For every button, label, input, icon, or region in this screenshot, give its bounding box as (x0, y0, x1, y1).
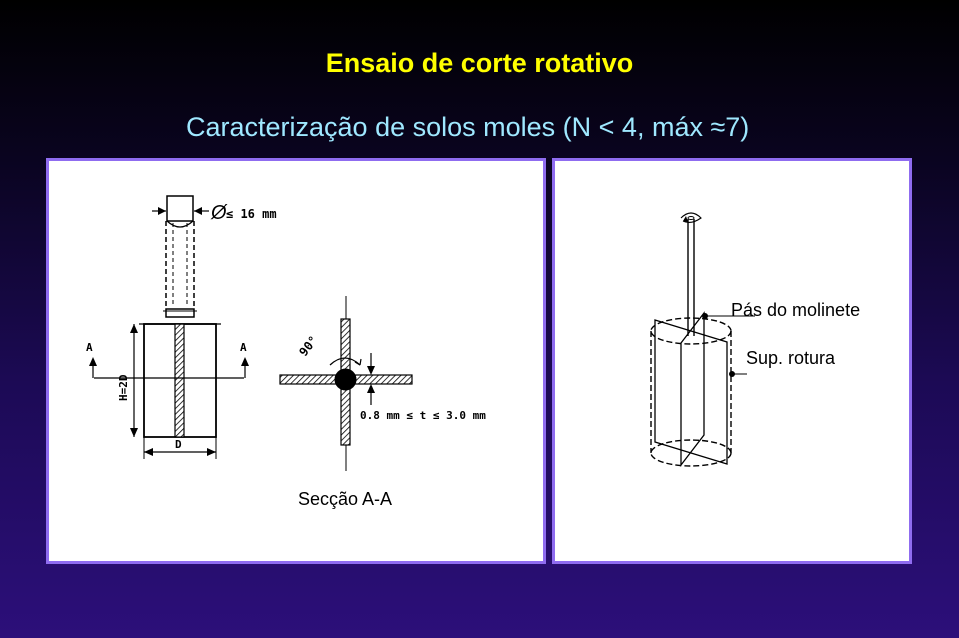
diameter-dimension: Ø ≤ 16 mm (152, 202, 277, 224)
slide-title: Ensaio de corte rotativo (325, 48, 634, 78)
failure-surface-label: Sup. rotura (746, 348, 836, 368)
cross-section: 90° 0.8 mm ≤ t ≤ 3.0 mm (279, 296, 486, 471)
blades-label: Pás do molinete (731, 300, 860, 320)
vane-blades (654, 311, 728, 467)
slide-subtitle: Caracterização de solos moles (N < 4, má… (186, 112, 750, 142)
section-marker-left: A (86, 341, 93, 354)
diameter-label: ≤ 16 mm (226, 207, 277, 221)
vane-body (139, 323, 221, 438)
vane-dimensions-drawing: Ø ≤ 16 mm A A H=2D (86, 195, 486, 509)
vane-failure-surface-panel: Pás do molinete Sup. rotura (552, 158, 912, 564)
section-line: A A (86, 341, 249, 379)
height-dimension: H=2D (117, 324, 138, 437)
angle-label: 90° (296, 333, 320, 359)
failure-cylinder (650, 317, 732, 467)
failure-surface-drawing: Pás do molinete Sup. rotura (650, 212, 860, 467)
vane-dimensions-panel: Ø ≤ 16 mm A A H=2D (46, 158, 546, 564)
diameter-symbol: Ø (210, 202, 228, 224)
vane-rod (680, 212, 702, 336)
width-label: D (175, 438, 182, 451)
width-dimension: D (143, 437, 217, 459)
thickness-label: 0.8 mm ≤ t ≤ 3.0 mm (360, 409, 486, 422)
section-marker-right: A (240, 341, 247, 354)
height-label: H=2D (117, 374, 130, 401)
section-caption: Secção A-A (298, 489, 392, 509)
vane-rod (163, 195, 197, 318)
